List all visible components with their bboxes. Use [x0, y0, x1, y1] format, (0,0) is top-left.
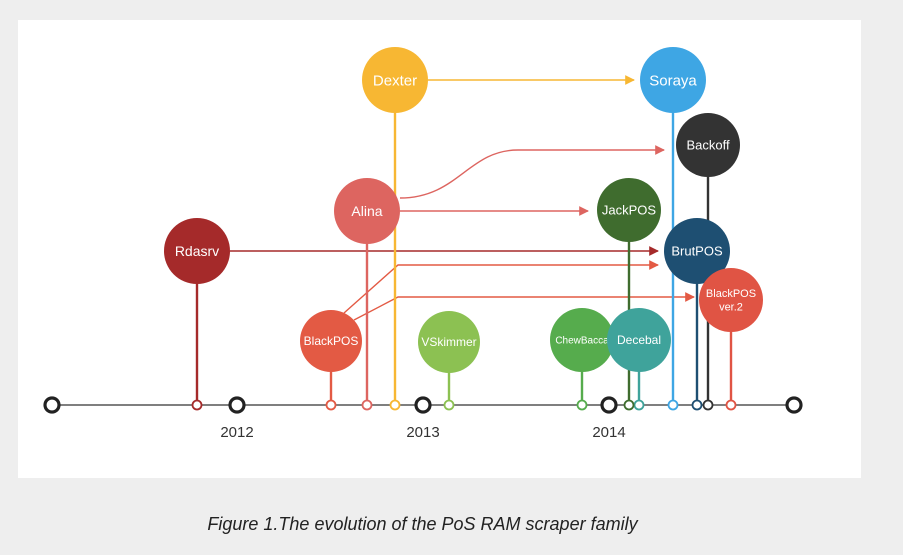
year-label-2014: 2014 [592, 424, 625, 441]
vskimmer-axis-dot [443, 399, 455, 411]
vskimmer-label: VSkimmer [421, 335, 476, 349]
decebal-label: Decebal [617, 333, 661, 347]
soraya-axis-dot [667, 399, 679, 411]
brutpos-axis-dot [691, 399, 703, 411]
blackpos-label: BlackPOS [304, 334, 359, 348]
alina-node [334, 178, 400, 244]
jackpos-node [597, 178, 661, 242]
jackpos-label: JackPOS [602, 203, 657, 218]
backoff-node [676, 113, 740, 177]
year-labels: 2012 2013 2014 [220, 424, 625, 441]
year-label-2012: 2012 [220, 424, 253, 441]
soraya-label: Soraya [649, 72, 697, 89]
vskimmer-node [418, 311, 480, 373]
brutpos-node [664, 218, 730, 284]
brutpos-label: BrutPOS [671, 244, 723, 259]
rdasrv-label: Rdasrv [175, 243, 219, 259]
blackpos2-label: ver.2 [719, 302, 743, 314]
arrow-blackpos-to-brutpos [343, 260, 659, 314]
rdasrv-node [164, 218, 230, 284]
year-label-2013: 2013 [406, 424, 439, 441]
rdasrv-axis-dot [191, 399, 203, 411]
jackpos-axis-dot [623, 399, 635, 411]
figure-caption: Figure 1.The evolution of the PoS RAM sc… [207, 514, 638, 534]
blackpos2-axis-dot [725, 399, 737, 411]
dexter-label: Dexter [373, 72, 417, 89]
blackpos-node [300, 310, 362, 372]
timeline-end [785, 396, 803, 414]
year-marker-2012 [228, 396, 246, 414]
dexter-node [362, 47, 428, 113]
year-marker-2013 [414, 396, 432, 414]
blackpos-axis-dot [325, 399, 337, 411]
relation-arrows [230, 75, 695, 321]
arrow-alina-to-backoff [399, 145, 665, 199]
year-marker-2014 [600, 396, 618, 414]
dexter-axis-dot [389, 399, 401, 411]
timeline-start [43, 396, 61, 414]
chewbacca-axis-dot [576, 399, 588, 411]
timeline-axis [43, 396, 803, 414]
chewbacca-label: ChewBacca [555, 336, 609, 347]
decebal-node [607, 308, 671, 372]
soraya-node [640, 47, 706, 113]
backoff-label: Backoff [686, 138, 730, 153]
alina-label: Alina [351, 203, 382, 219]
alina-axis-dot [361, 399, 373, 411]
chewbacca-node [550, 308, 614, 372]
blackpos2-label: BlackPOS [706, 288, 756, 300]
blackpos2-node [699, 268, 763, 332]
backoff-axis-dot [702, 399, 714, 411]
decebal-axis-dot [633, 399, 645, 411]
arrow-blackpos-to-blackpos2 [353, 292, 695, 321]
